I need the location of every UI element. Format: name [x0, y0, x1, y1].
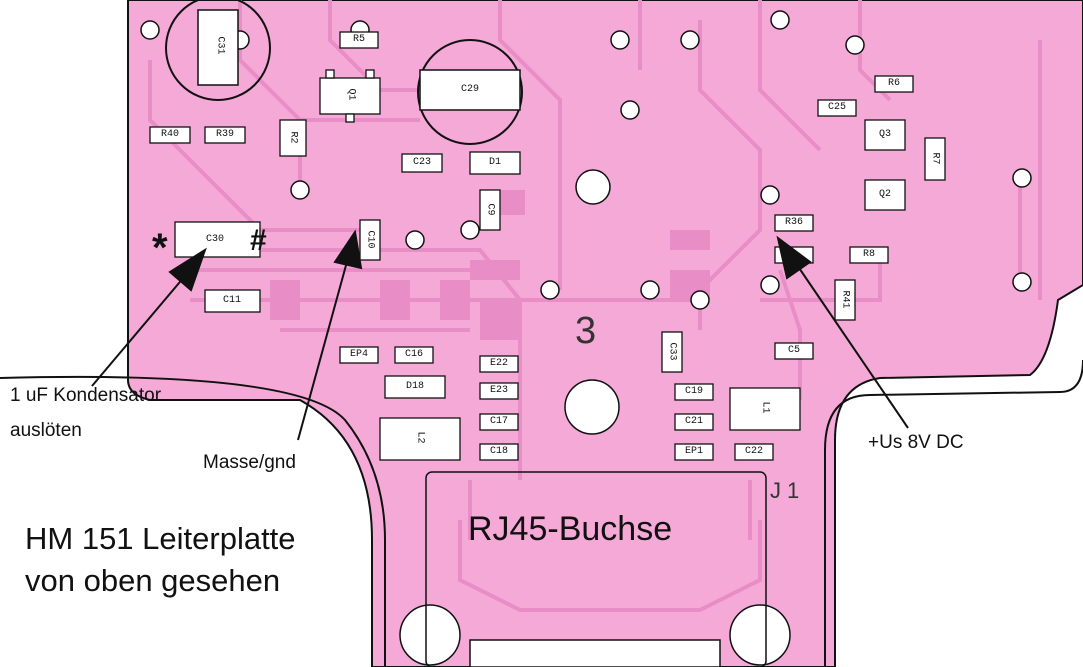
vias [140, 10, 1032, 310]
component-label: EP4 [349, 349, 368, 360]
component-label: R7 [929, 152, 941, 165]
component-label: C33 [666, 342, 678, 361]
component-label: R39 [215, 129, 234, 140]
mounting-holes [399, 169, 791, 666]
board-cut-line-left [0, 375, 386, 667]
annotation-kondensator-line1: 1 uF Kondensator [10, 385, 162, 406]
capacitor-c29 [417, 39, 523, 145]
annotation-arrows [91, 229, 909, 441]
component-label: E22 [489, 358, 508, 369]
title-line1: HM 151 Leiterplatte [25, 521, 296, 556]
silkscreen-3: 3 [575, 310, 597, 352]
component-label: R36 [784, 217, 803, 228]
component-label: C25 [827, 102, 846, 113]
component-label: C31 [214, 36, 226, 55]
rj45-connector-outline [425, 471, 767, 667]
hash-marker: # [250, 224, 267, 257]
component-label: R8 [862, 249, 875, 260]
silkscreen-j1: J1 [770, 478, 806, 503]
component-label: C9 [484, 203, 496, 216]
component-label: C11 [222, 295, 241, 306]
component-label: D18 [405, 381, 424, 392]
rj45-slot [469, 639, 721, 667]
component-label: C16 [404, 349, 423, 360]
component-label: R5 [352, 34, 365, 45]
star-marker: * [152, 226, 168, 270]
pcb-board [127, 0, 1083, 667]
component-label: R6 [887, 78, 900, 89]
component-label: R40 [160, 129, 179, 140]
component-label: C22 [744, 446, 763, 457]
component-label: C5 [787, 345, 800, 356]
component-label: C19 [684, 386, 703, 397]
component-label: C23 [412, 157, 431, 168]
component-label: EP1 [684, 446, 703, 457]
component-label: C18 [489, 446, 508, 457]
component-label: R2 [287, 131, 299, 144]
title-line2: von oben gesehen [25, 563, 281, 598]
annotation-masse: Masse/gnd [203, 452, 296, 473]
pads [270, 190, 710, 340]
annotation-kondensator-line2: auslöten [10, 420, 82, 441]
smd-components [149, 31, 946, 461]
component-label: R41 [839, 290, 851, 309]
component-label: C30 [205, 234, 224, 245]
component-label: C10 [364, 230, 376, 249]
component-label: Q3 [878, 129, 891, 140]
component-label: Q1 [345, 88, 357, 101]
component-label: D1 [488, 157, 501, 168]
component-label: C17 [489, 416, 508, 427]
component-label: C21 [684, 416, 703, 427]
component-label: L1 [759, 401, 771, 414]
board-cut-line-right [824, 359, 1083, 667]
rj45-label: RJ45-Buchse [468, 510, 673, 548]
component-label: E23 [489, 385, 508, 396]
annotation-us: +Us 8V DC [868, 432, 964, 453]
component-label: L2 [414, 431, 426, 444]
component-label: C29 [460, 84, 479, 95]
component-label: Q2 [878, 189, 891, 200]
capacitor-c31 [165, 0, 271, 101]
